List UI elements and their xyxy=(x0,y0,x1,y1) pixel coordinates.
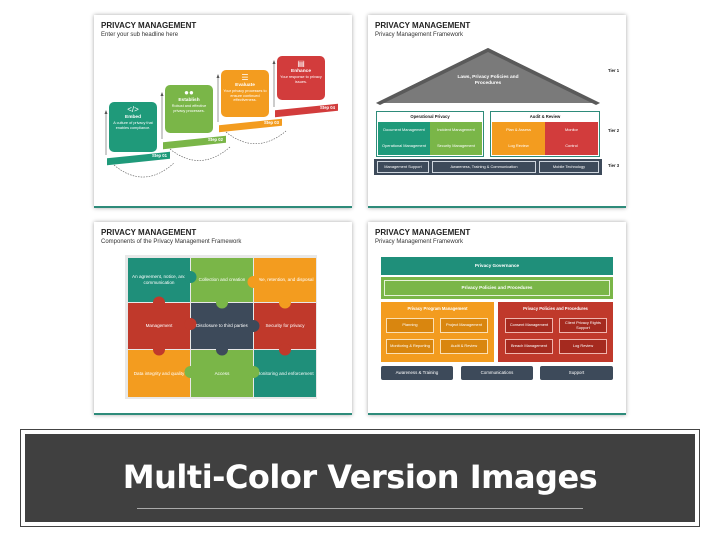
base-awareness-training: Awareness & Training xyxy=(381,366,453,380)
slide-title: PRIVACY MANAGEMENT xyxy=(101,228,197,237)
cell-security-management: Security Management xyxy=(430,138,482,155)
puzzle-security: Security for privacy xyxy=(254,303,316,349)
tier-3-label: Tier 3 xyxy=(608,163,620,168)
tier-2-label: Tier 2 xyxy=(608,128,620,133)
cell-log-review: Log Review xyxy=(492,138,545,155)
cell-control: Control xyxy=(545,138,598,155)
cell-document-management: Document Management xyxy=(378,122,430,138)
base-support: Support xyxy=(540,366,613,380)
cell-client-privacy-rights: Client Privacy Rights Support xyxy=(559,318,607,333)
puzzle-use-retention: Use, retention, and disposal xyxy=(254,258,316,302)
slide-title: PRIVACY MANAGEMENT xyxy=(375,228,471,237)
slide-title: PRIVACY MANAGEMENT xyxy=(375,21,471,30)
cell-log-review: Log Review xyxy=(559,339,607,354)
checklist-icon: ☰ xyxy=(241,73,249,82)
cell-monitor: Monitor xyxy=(545,122,598,138)
slide-subtitle: Components of the Privacy Management Fra… xyxy=(101,239,242,245)
base-management-support: Management Support xyxy=(377,161,429,173)
house-roof xyxy=(376,48,600,105)
step-card-embed: </> Embed A culture of privacy that enab… xyxy=(109,102,157,152)
slide-thumbnail-framework[interactable]: PRIVACY MANAGEMENT Privacy Management Fr… xyxy=(368,222,626,415)
cell-audit-review: Audit & Review xyxy=(440,339,488,354)
puzzle-disclosure: Disclosure to third parties xyxy=(191,303,253,349)
puzzle-management: Management xyxy=(128,303,190,349)
puzzle-agreement: An agreement, notice, and communication xyxy=(128,258,190,302)
slide-title: PRIVACY MANAGEMENT xyxy=(101,21,197,30)
cell-planning: Planning xyxy=(386,318,434,333)
cell-incident-management: Incident Management xyxy=(430,122,482,138)
slide-thumbnail-steps[interactable]: PRIVACY MANAGEMENT Enter your sub headli… xyxy=(94,15,352,208)
cell-plan-assess: Plan & Assess xyxy=(492,122,545,138)
base-communications: Communications xyxy=(461,366,533,380)
slide-subtitle: Privacy Management Framework xyxy=(375,239,464,245)
program-management-header: Privacy Program Management xyxy=(407,306,468,311)
step-card-enhance: ▤ Enhance Your response to privacy issue… xyxy=(277,56,325,100)
puzzle-data-integrity: Data integrity and quality xyxy=(128,350,190,397)
slide-subtitle: Enter your sub headline here xyxy=(101,32,179,38)
people-icon: ●● xyxy=(184,88,194,97)
cell-breach-management: Breach Management xyxy=(505,339,553,354)
operational-privacy-header: Operational Privacy xyxy=(410,114,450,119)
step-arrows xyxy=(104,60,287,178)
banner-title: Multi-Color Version Images xyxy=(122,458,598,496)
policies-procedures-header: Privacy Policies and Procedures xyxy=(523,306,588,311)
cell-project-management: Project Management xyxy=(440,318,488,333)
base-mobile-technology: Mobile Technology xyxy=(539,161,599,173)
banner: Multi-Color Version Images xyxy=(25,434,695,522)
house-base xyxy=(374,159,602,175)
banner-frame: Multi-Color Version Images xyxy=(20,429,700,527)
document-icon: ▤ xyxy=(297,59,305,68)
policies-bar-label: Privacy Policies and Procedures xyxy=(384,280,610,296)
banner-divider xyxy=(137,508,583,509)
code-icon: </> xyxy=(127,105,139,114)
slide-subtitle: Privacy Management Framework xyxy=(375,32,464,38)
cell-monitoring-reporting: Monitoring & Reporting xyxy=(386,339,434,354)
tier-1-label: Tier 1 xyxy=(608,68,620,73)
step-card-evaluate: ☰ Evaluate Your privacy processes to ens… xyxy=(221,70,269,117)
step-card-establish: ●● Establish Robust and effective privac… xyxy=(165,85,213,133)
policies-bar xyxy=(381,277,613,299)
audit-review-header: Audit & Review xyxy=(529,114,561,119)
roof-label: Laws, Privacy Policies and Procedures xyxy=(457,75,519,86)
puzzle-collection: Collection and creation xyxy=(191,258,253,302)
slide-thumbnail-house[interactable]: PRIVACY MANAGEMENT Privacy Management Fr… xyxy=(368,15,626,208)
cell-operational-management: Operational Management xyxy=(378,138,430,155)
slide-thumbnail-puzzle[interactable]: PRIVACY MANAGEMENT Components of the Pri… xyxy=(94,222,352,415)
base-awareness-training: Awareness, Training & Communication xyxy=(432,161,536,173)
puzzle-knobs xyxy=(153,271,291,378)
puzzle-monitoring: Monitoring and enforcement xyxy=(254,350,316,397)
puzzle-access: Access xyxy=(191,350,253,397)
privacy-governance-bar: Privacy Governance xyxy=(381,257,613,275)
cell-consent-management: Consent Management xyxy=(505,318,553,333)
